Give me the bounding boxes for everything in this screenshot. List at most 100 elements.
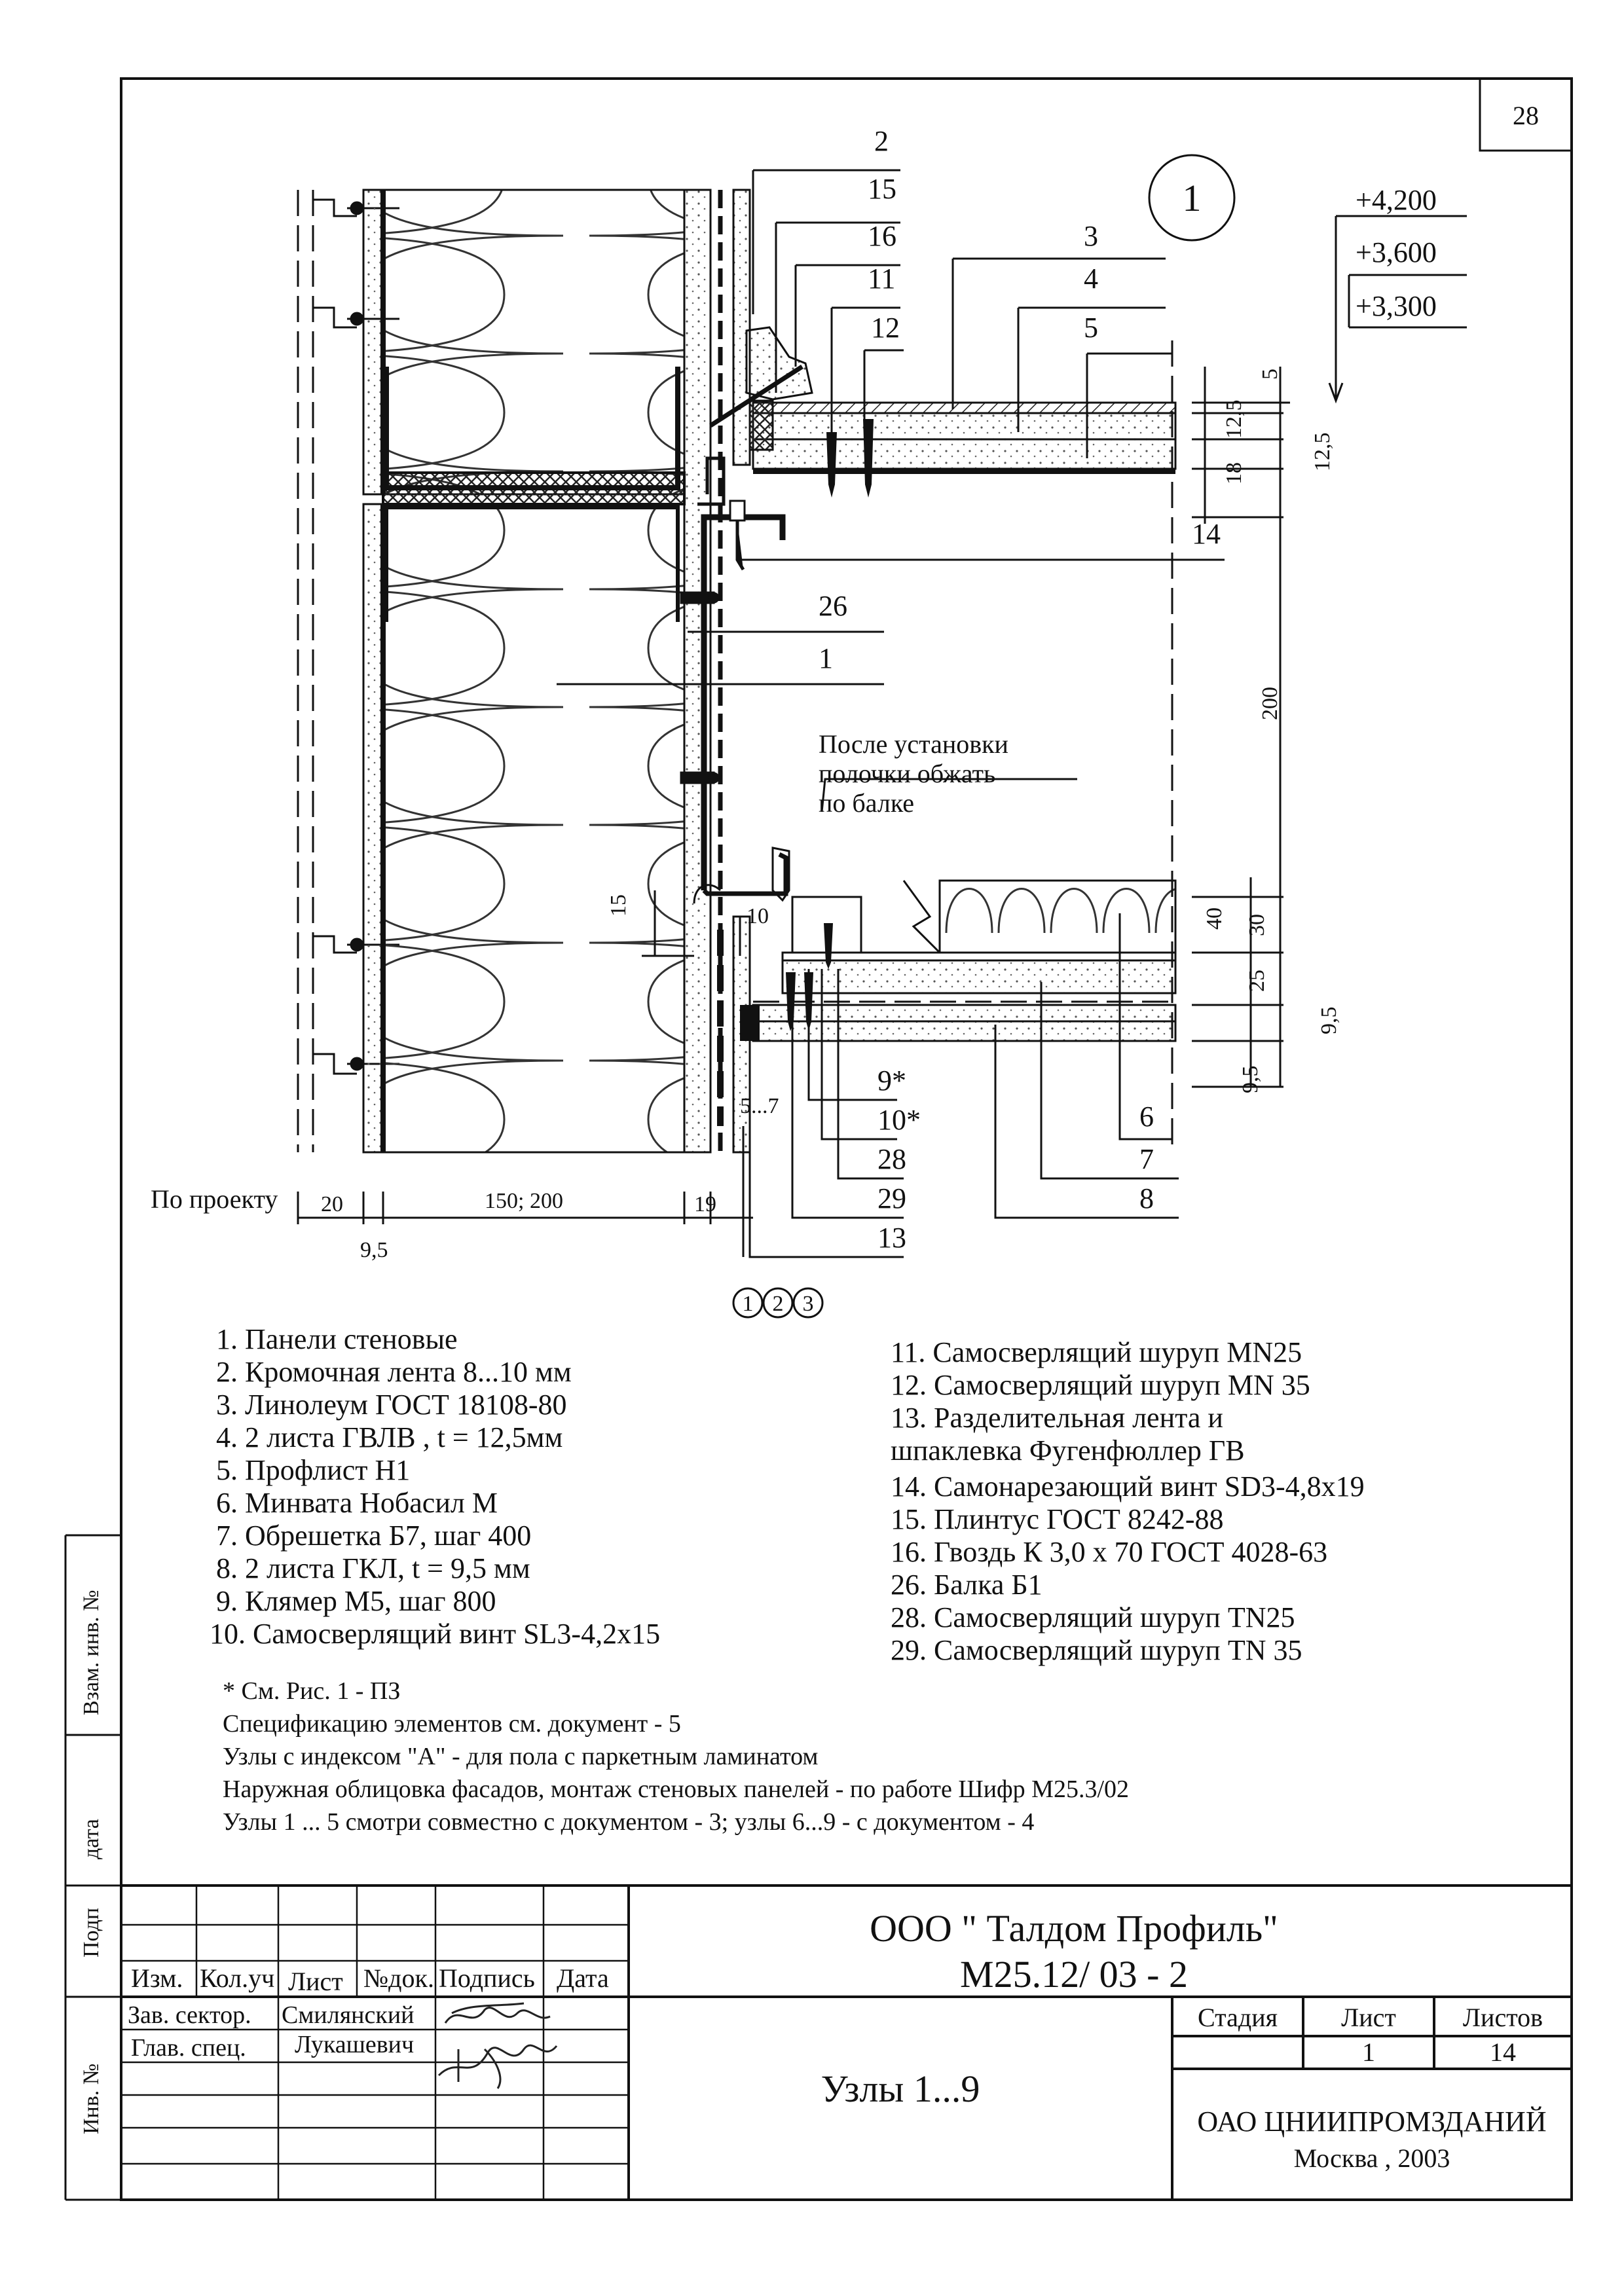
- svg-text:30: 30: [1245, 914, 1269, 936]
- sheet-frame: [120, 77, 1573, 2201]
- note: Спецификацию элементов см. документ - 5: [223, 1710, 681, 1738]
- side-label-inv-no: Инв. №: [79, 2064, 103, 2134]
- legend-item: 1. Панели стеновые: [216, 1323, 458, 1355]
- node-badge: 1: [1183, 177, 1202, 219]
- svg-text:Лукашевич: Лукашевич: [295, 2031, 414, 2058]
- legend-item: 3. Линолеум ГОСТ 18108-80: [216, 1389, 567, 1421]
- svg-text:40: 40: [1202, 907, 1227, 930]
- legend-item: 14. Самонарезающий винт SD3-4,8x19: [891, 1470, 1365, 1503]
- legend-right: 11. Самосверлящий шуруп MN25 12. Самосве…: [891, 1336, 1365, 1666]
- callout-16: 16: [868, 220, 896, 252]
- section-mark-2: 2: [773, 1292, 784, 1316]
- legend-item: 5. Профлист Н1: [216, 1454, 410, 1486]
- elevation-1: +4,200: [1356, 184, 1437, 216]
- sheets-value: 14: [1490, 2037, 1516, 2067]
- notes: * См. Рис. 1 - ПЗ Спецификацию элементов…: [223, 1677, 1129, 1836]
- callout-8: 8: [1139, 1182, 1154, 1214]
- dimension-texts: 5 12,5 18 12,5 200 40 30 25 9,5 9,5 15 1…: [151, 369, 1341, 1262]
- svg-text:Подпись: Подпись: [439, 1963, 535, 1993]
- callout-1: 1: [819, 642, 833, 674]
- callout-3: 3: [1084, 220, 1098, 252]
- elevation-2: +3,600: [1356, 236, 1437, 268]
- side-label-inv: Взам. инв. №: [79, 1590, 103, 1715]
- signature-image: [437, 2002, 558, 2089]
- legend-item: 29. Самосверлящий шуруп TN 35: [891, 1634, 1302, 1666]
- svg-text:Глав. спец.: Глав. спец.: [131, 2034, 246, 2062]
- legend-item: 2. Кромочная лента 8...10 мм: [216, 1356, 572, 1388]
- callout-7: 7: [1139, 1143, 1154, 1175]
- drawing-title: Узлы 1...9: [821, 2068, 980, 2110]
- sheet-number: 28: [1513, 101, 1539, 130]
- legend-item: 4. 2 листа ГВЛВ , t = 12,5мм: [216, 1421, 563, 1453]
- legend-item: 7. Обрешетка Б7, шаг 400: [216, 1520, 531, 1552]
- svg-text:№док.: №док.: [363, 1963, 434, 1993]
- callout-10: 10*: [877, 1104, 921, 1136]
- callout-6: 6: [1139, 1101, 1154, 1133]
- title-block: [121, 1884, 1572, 2200]
- company-name: ООО " Талдом Профиль": [870, 1907, 1278, 1950]
- city-year: Москва , 2003: [1294, 2143, 1450, 2173]
- callout-14: 14: [1192, 518, 1221, 550]
- section-mark-1: 1: [743, 1292, 754, 1316]
- note: Наружная облицовка фасадов, монтаж стено…: [223, 1776, 1129, 1803]
- beam-profile: [680, 456, 790, 904]
- callout-9: 9*: [877, 1065, 906, 1097]
- callout-4: 4: [1084, 263, 1098, 295]
- title-block-text: Изм. Кол.уч Лист №док. Подпись Дата Зав.…: [128, 1907, 1547, 2173]
- legend-item: 13. Разделительная лента и: [891, 1402, 1223, 1434]
- legend-item: 9. Клямер М5, шаг 800: [216, 1585, 496, 1617]
- svg-text:9,5: 9,5: [1317, 1007, 1341, 1035]
- note: Узлы с индексом "А" - для пола с паркетн…: [223, 1743, 818, 1770]
- side-label-sign: Подп: [79, 1908, 103, 1958]
- note-line-3: по балке: [819, 788, 914, 818]
- legend-item: 12. Самосверлящий шуруп MN 35: [891, 1369, 1310, 1401]
- svg-text:18: 18: [1222, 462, 1246, 484]
- callouts: 2 15 16 11 12 3 4 5 14 26 1 9* 10* 28 29…: [819, 125, 1221, 1254]
- section-marks: [732, 1287, 824, 1319]
- legend-item: 28. Самосверлящий шуруп TN25: [891, 1601, 1295, 1633]
- svg-text:5: 5: [1258, 369, 1282, 380]
- leader-lines: [557, 169, 1225, 1258]
- floor-buildup: [709, 326, 1177, 1152]
- callout-15: 15: [868, 173, 896, 205]
- legend-item: 8. 2 листа ГКЛ, t = 9,5 мм: [216, 1552, 530, 1584]
- legend-item: 10. Самосверлящий винт SL3-4,2x15: [210, 1618, 660, 1650]
- organization: ОАО ЦНИИПРОМЗДАНИЙ: [1197, 2105, 1546, 2138]
- section-mark-3: 3: [803, 1292, 814, 1316]
- svg-text:15: 15: [606, 894, 631, 917]
- svg-text:200: 200: [1258, 687, 1282, 720]
- side-label-date: дата: [79, 1819, 103, 1859]
- svg-text:Смилянский: Смилянский: [282, 2001, 415, 2029]
- node-badge-circle: [1148, 154, 1236, 242]
- callout-12: 12: [871, 312, 900, 344]
- callout-29: 29: [877, 1182, 906, 1214]
- legend-item: 11. Самосверлящий шуруп MN25: [891, 1336, 1302, 1368]
- svg-text:Стадия: Стадия: [1198, 2003, 1278, 2032]
- callout-5: 5: [1084, 312, 1098, 344]
- svg-text:9,5: 9,5: [360, 1238, 388, 1262]
- svg-text:Листов: Листов: [1463, 2003, 1543, 2032]
- svg-text:20: 20: [321, 1192, 343, 1216]
- svg-text:25: 25: [1245, 970, 1269, 992]
- svg-text:Кол.уч: Кол.уч: [200, 1963, 274, 1993]
- legend-item: 15. Плинтус ГОСТ 8242-88: [891, 1503, 1224, 1535]
- side-stamp: [64, 1534, 121, 2201]
- note-line-1: После установки: [819, 729, 1008, 759]
- legend-item: 16. Гвоздь К 3,0 х 70 ГОСТ 4028-63: [891, 1536, 1327, 1568]
- svg-text:9,5: 9,5: [1238, 1066, 1263, 1094]
- svg-text:Изм.: Изм.: [131, 1963, 183, 1993]
- document-code: М25.12/ 03 - 2: [960, 1953, 1188, 1995]
- note: Узлы 1 ... 5 смотри совместно с документ…: [223, 1808, 1034, 1836]
- svg-text:5...7: 5...7: [740, 1094, 779, 1118]
- dimension-lines: [297, 215, 1467, 1257]
- svg-text:12,5: 12,5: [1222, 400, 1246, 439]
- svg-text:Дата: Дата: [557, 1963, 609, 1993]
- elevation-3: +3,300: [1356, 290, 1437, 322]
- svg-text:10: 10: [747, 904, 769, 928]
- svg-text:Лист: Лист: [1341, 2003, 1396, 2032]
- svg-text:Зав. сектор.: Зав. сектор.: [128, 2001, 251, 2029]
- note: * См. Рис. 1 - ПЗ: [223, 1677, 400, 1705]
- sheet-value: 1: [1362, 2037, 1375, 2067]
- legend-item: шпаклевка Фугенфюллер ГВ: [891, 1434, 1245, 1467]
